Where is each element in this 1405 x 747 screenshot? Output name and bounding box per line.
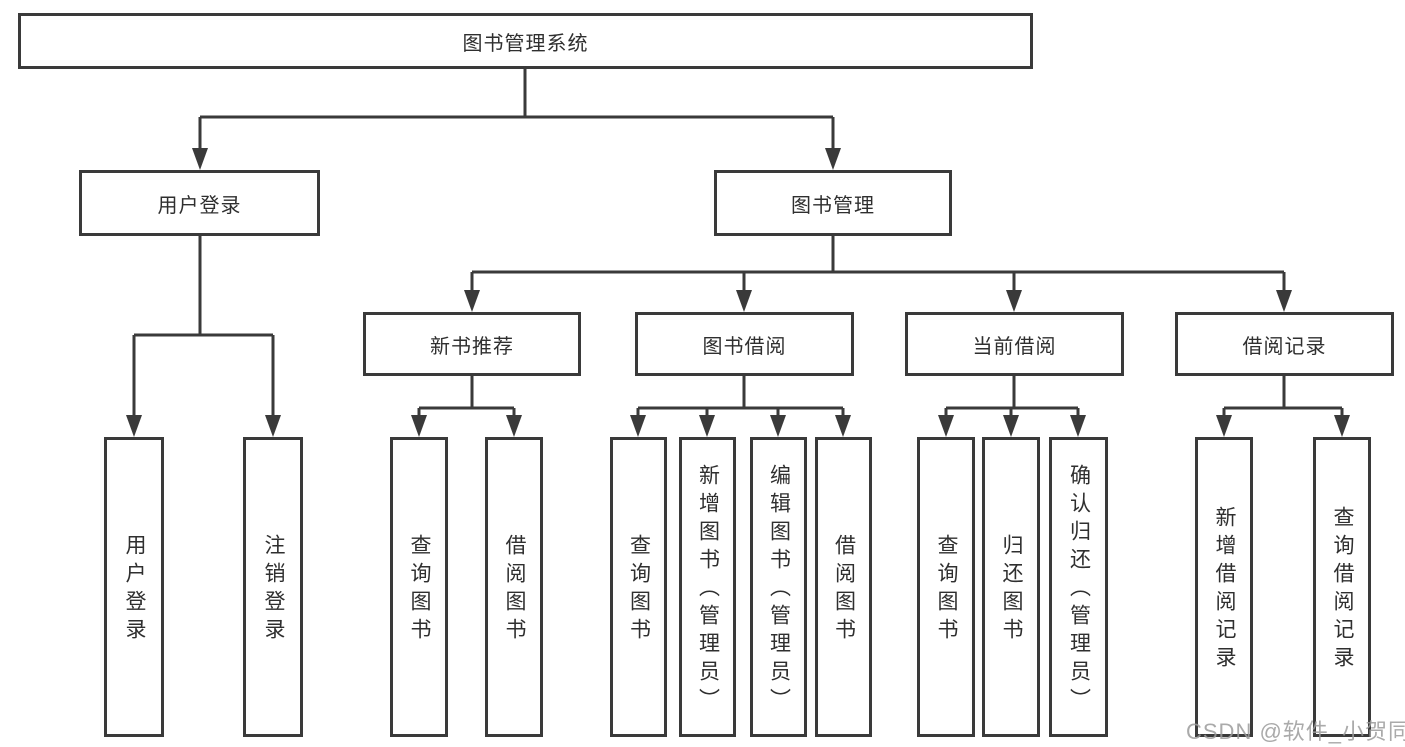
leaf-newbook-borrow-books: 借阅图书 xyxy=(485,437,543,737)
connector-root-to-level2 xyxy=(192,69,841,170)
leaf-records-add-record: 新增借阅记录 xyxy=(1195,437,1253,737)
leaf-borrow-edit-books-admin: 编辑图书（管理员） xyxy=(750,437,807,737)
connector-current-borrow-to-leaves xyxy=(938,376,1086,437)
connector-book-borrow-to-leaves xyxy=(630,376,851,437)
leaf-current-query-books: 查询图书 xyxy=(917,437,975,737)
node-user-login: 用户登录 xyxy=(79,170,320,236)
node-new-book-recommend: 新书推荐 xyxy=(363,312,581,376)
node-borrow-records: 借阅记录 xyxy=(1175,312,1394,376)
connector-user-login-to-leaves xyxy=(126,236,281,437)
leaf-current-return-books: 归还图书 xyxy=(982,437,1040,737)
leaf-user-login: 用户登录 xyxy=(104,437,164,737)
leaf-current-confirm-return-admin: 确认归还（管理员） xyxy=(1049,437,1108,737)
node-current-borrow: 当前借阅 xyxy=(905,312,1124,376)
connector-book-management-to-level3 xyxy=(464,236,1292,312)
node-root: 图书管理系统 xyxy=(18,13,1033,69)
connector-new-book-to-leaves xyxy=(411,376,522,437)
leaf-records-query-record: 查询借阅记录 xyxy=(1313,437,1371,737)
connector-borrow-records-to-leaves xyxy=(1216,376,1350,437)
leaf-newbook-query-books: 查询图书 xyxy=(390,437,448,737)
leaf-borrow-query-books: 查询图书 xyxy=(610,437,667,737)
leaf-borrow-add-books-admin: 新增图书（管理员） xyxy=(679,437,736,737)
watermark-text: CSDN @软件_小贺同学 xyxy=(1186,719,1405,744)
node-book-borrow: 图书借阅 xyxy=(635,312,854,376)
node-book-management: 图书管理 xyxy=(714,170,952,236)
leaf-borrow-borrow-books: 借阅图书 xyxy=(815,437,872,737)
leaf-logout: 注销登录 xyxy=(243,437,303,737)
